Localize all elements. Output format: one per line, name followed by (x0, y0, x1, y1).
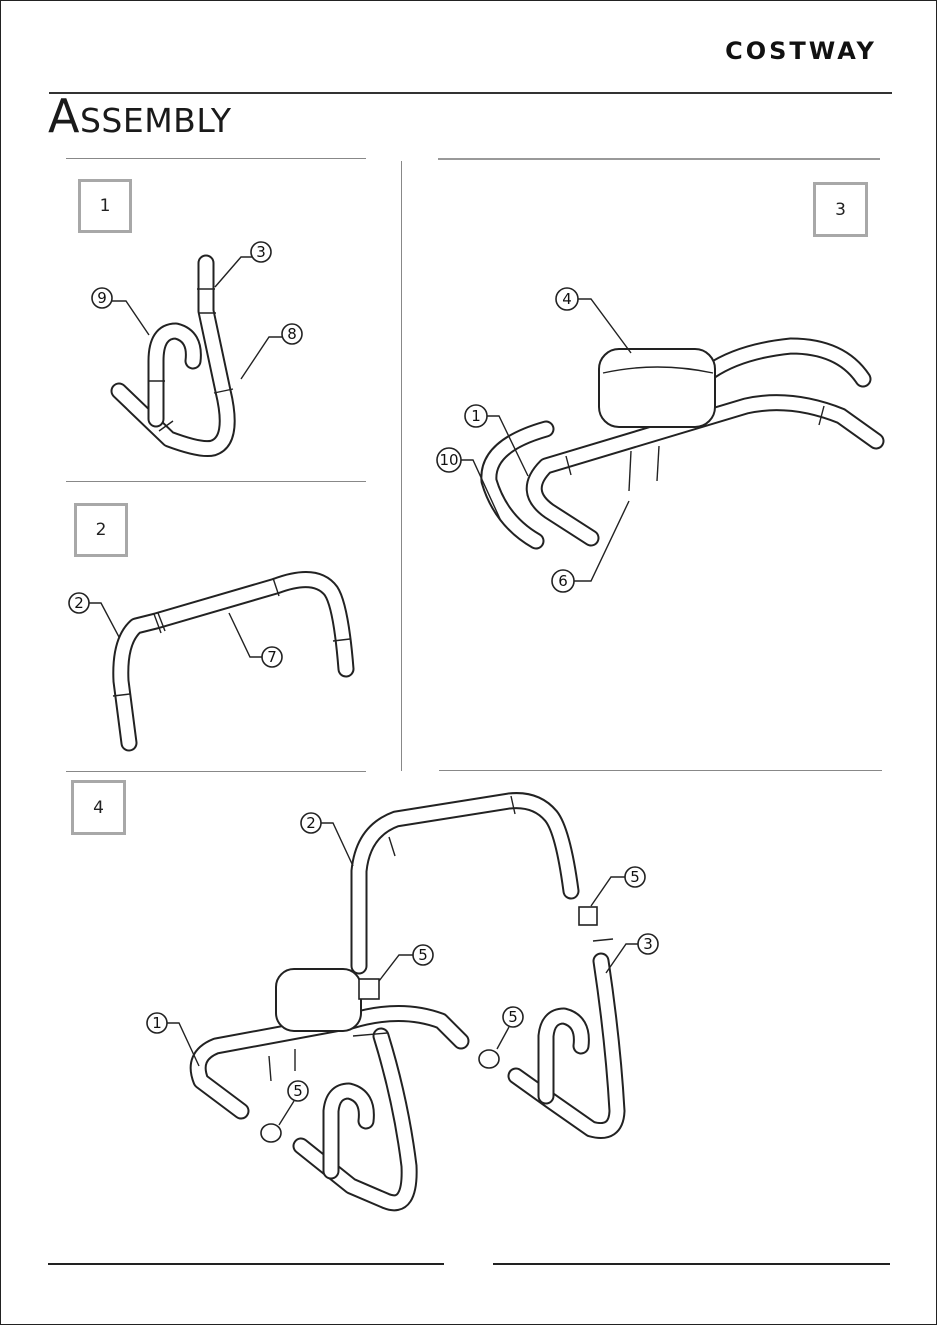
step3-seat-pad (599, 349, 715, 427)
step4-diagram: 2 5 3 5 1 5 5 (147, 796, 658, 1203)
step4-bushing-right (579, 907, 597, 925)
step4-callout-2 (301, 813, 321, 833)
step2-diagram: 2 7 (69, 578, 350, 743)
step4-callout-5b-label: 5 (418, 946, 428, 964)
panel-divider-vertical (401, 161, 402, 771)
step1-callout-9 (92, 288, 112, 308)
step4-callout-1 (147, 1013, 167, 1033)
step4-callout-5a (625, 867, 645, 887)
section-title: ASSEMBLY (48, 93, 232, 139)
step1-callout-3-label: 3 (256, 243, 266, 261)
step2-callout-2-label: 2 (74, 594, 84, 612)
step1-callout-8-label: 8 (287, 325, 297, 343)
step-box-4: 4 (71, 780, 126, 835)
step-number-3: 3 (835, 200, 846, 220)
step3-diagram: 4 1 10 6 (437, 288, 876, 592)
step1-diagram: 3 9 8 (92, 242, 302, 449)
step4-callout-3 (638, 934, 658, 954)
step-number-4: 4 (93, 798, 104, 818)
step3-callout-10-label: 10 (439, 451, 458, 469)
section-title-initial: A (48, 89, 80, 143)
step4-callout-1-label: 1 (152, 1014, 162, 1032)
step3-callout-1 (465, 405, 487, 427)
step-box-1: 1 (78, 179, 132, 233)
step3-callout-4-label: 4 (562, 290, 572, 308)
brand-logo-text: COSTWAY (725, 37, 877, 65)
panel-rule-top-left (66, 158, 366, 159)
step4-bushing-upper (359, 979, 379, 999)
panel-rule-mid-left (66, 481, 366, 482)
step4-seat-pad (276, 969, 361, 1031)
step1-callout-8 (282, 324, 302, 344)
step2-callout-7 (262, 647, 282, 667)
step4-bushing-mid (479, 1050, 499, 1068)
step4-callout-5b (413, 945, 433, 965)
panel-rule-lower-right (439, 770, 882, 771)
footer-rule-right (493, 1263, 890, 1265)
step4-callout-5c (503, 1007, 523, 1027)
step-number-2: 2 (96, 520, 107, 540)
step3-callout-10 (437, 448, 461, 472)
step-box-2: 2 (74, 503, 128, 557)
step3-callout-4 (556, 288, 578, 310)
section-title-rest: SSEMBLY (80, 101, 232, 140)
step3-callout-6 (552, 570, 574, 592)
step4-callout-5c-label: 5 (508, 1008, 518, 1026)
footer-rule-left (48, 1263, 444, 1265)
step4-callout-5d (288, 1081, 308, 1101)
step4-callout-5a-label: 5 (630, 868, 640, 886)
step1-callout-9-label: 9 (97, 289, 107, 307)
step4-bushing-lower (261, 1124, 281, 1142)
panel-rule-top-right (438, 158, 880, 160)
step-box-3: 3 (813, 182, 868, 237)
brand-logo-mark: COSTWAY (706, 31, 896, 69)
step4-callout-5d-label: 5 (293, 1082, 303, 1100)
step4-callout-2-label: 2 (306, 814, 316, 832)
step3-callout-6-label: 6 (558, 572, 568, 590)
step-number-1: 1 (100, 196, 111, 216)
step2-callout-7-label: 7 (267, 648, 277, 666)
step4-callout-3-label: 3 (643, 935, 653, 953)
step2-callout-2 (69, 593, 89, 613)
panel-rule-lower-left (66, 771, 366, 772)
step3-callout-1-label: 1 (471, 407, 481, 425)
step1-callout-3 (251, 242, 271, 262)
brand-logo: COSTWAY (706, 31, 896, 69)
